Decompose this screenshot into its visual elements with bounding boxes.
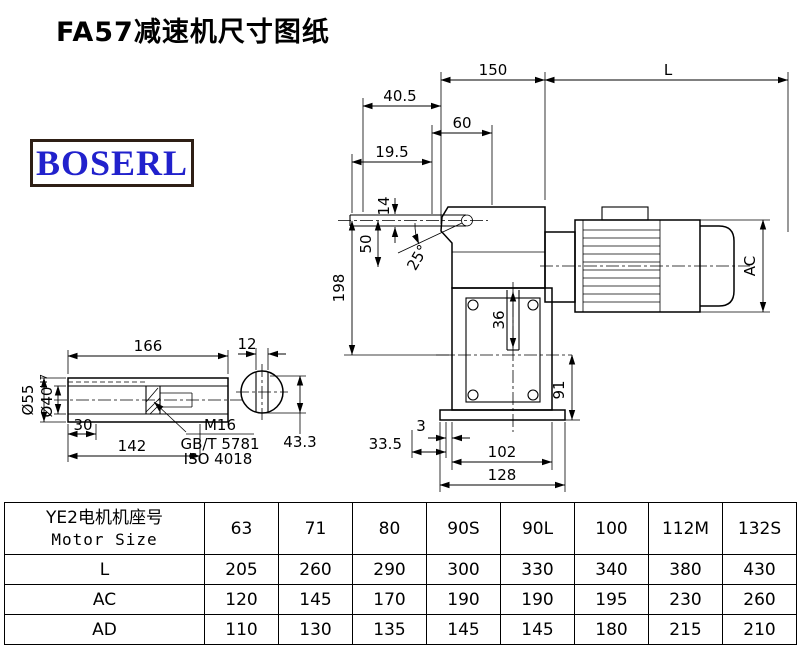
dim-198-label: 198 — [330, 274, 348, 303]
dim-3-label: 3 — [416, 417, 426, 435]
output-shaft-detail: Ø55 Ø40 H7 166 30 142 M16 GB/T 5781 ISO … — [19, 337, 260, 468]
col-header-63: 63 — [204, 502, 279, 555]
dim-142-label: 142 — [118, 437, 147, 455]
dim-14-label: 14 — [375, 196, 393, 215]
cell-L-112m: 380 — [648, 554, 723, 585]
col-header-90s: 90S — [426, 502, 501, 555]
cell-AD-100: 180 — [574, 614, 649, 645]
cell-AD-132s: 210 — [722, 614, 797, 645]
col-header-80: 80 — [352, 502, 427, 555]
row-label-L: L — [4, 554, 205, 585]
dim-30-label: 30 — [73, 416, 92, 434]
cell-AC-112m: 230 — [648, 584, 723, 615]
dim-dia40-label: Ø40 — [38, 387, 56, 418]
brand-logo-text: BOSERL — [35, 143, 189, 183]
cell-AD-90l: 145 — [500, 614, 575, 645]
thread-spec-label: M16 — [204, 416, 236, 434]
dim-40-5-label: 40.5 — [383, 87, 416, 105]
dim-166-label: 166 — [134, 337, 163, 355]
cell-L-90l: 330 — [500, 554, 575, 585]
dim-33-5-label: 33.5 — [369, 435, 402, 453]
cell-L-100: 340 — [574, 554, 649, 585]
dimension-table: YE2电机机座号 Motor Size 63 71 80 90S 90L 100… — [4, 502, 797, 645]
left-vertical-dimensions: 50 198 25° — [330, 220, 463, 356]
motor-size-header-cn: YE2电机机座号 — [46, 508, 163, 529]
dim-91-label: 91 — [550, 380, 568, 399]
dim-60-label: 60 — [452, 114, 471, 132]
gearbox-housing: 36 91 — [436, 206, 580, 432]
brand-logo: BOSERL — [30, 139, 194, 187]
cell-AD-90s: 145 — [426, 614, 501, 645]
cell-AC-90l: 190 — [500, 584, 575, 615]
page-title: FA57减速机尺寸图纸 — [56, 17, 330, 48]
thread-standard-label: GB/T 5781 — [180, 435, 259, 453]
cell-AC-63: 120 — [204, 584, 279, 615]
motor-size-header-cell: YE2电机机座号 Motor Size — [4, 502, 205, 555]
dim-19-5-label: 19.5 — [375, 143, 408, 161]
motor-size-header-en: Motor Size — [51, 530, 158, 550]
cell-AC-100: 195 — [574, 584, 649, 615]
dim-dia55-label: Ø55 — [19, 385, 37, 416]
dim-25deg-label: 25° — [403, 241, 432, 273]
cell-AC-132s: 260 — [722, 584, 797, 615]
thread-iso-label: ISO 4018 — [184, 450, 253, 468]
cell-AD-112m: 215 — [648, 614, 723, 645]
cell-L-63: 205 — [204, 554, 279, 585]
dim-128-label: 128 — [488, 466, 517, 484]
dim-102-label: 102 — [488, 443, 517, 461]
col-header-112m: 112M — [648, 502, 723, 555]
dim-L-label: L — [664, 61, 673, 79]
cell-L-80: 290 — [352, 554, 427, 585]
cell-AD-71: 130 — [278, 614, 353, 645]
col-header-71: 71 — [278, 502, 353, 555]
dim-43-3-label: 43.3 — [283, 433, 316, 451]
col-header-90l: 90L — [500, 502, 575, 555]
cell-AC-90s: 190 — [426, 584, 501, 615]
dim-AC-label: AC — [741, 256, 759, 276]
table-row-AD: AD 110 130 135 145 145 180 215 210 — [4, 614, 797, 645]
dim-12-label: 12 — [237, 335, 256, 353]
col-header-132s: 132S — [722, 502, 797, 555]
cell-AC-71: 145 — [278, 584, 353, 615]
motor: AC — [540, 206, 770, 313]
dim-150-label: 150 — [479, 61, 508, 79]
dim-36-label: 36 — [490, 310, 508, 329]
top-dimensions: 150 L 40.5 60 19.5 14 — [351, 61, 789, 243]
bottom-dimensions: 3 33.5 102 128 — [369, 417, 566, 492]
input-shaft — [338, 214, 488, 227]
cell-L-132s: 430 — [722, 554, 797, 585]
cell-AD-80: 135 — [352, 614, 427, 645]
table-row-L: L 205 260 290 300 330 340 380 430 — [4, 554, 797, 585]
dim-dia40-tolerance-label: H7 — [39, 374, 50, 388]
row-label-AC: AC — [4, 584, 205, 615]
col-header-100: 100 — [574, 502, 649, 555]
keyway-section-detail: 12 43.3 — [236, 335, 317, 451]
cell-AC-80: 170 — [352, 584, 427, 615]
cell-AD-63: 110 — [204, 614, 279, 645]
gearbox-dimension-drawing: 150 L 40.5 60 19.5 14 50 198 25° — [19, 61, 789, 492]
row-label-AD: AD — [4, 614, 205, 645]
cell-L-71: 260 — [278, 554, 353, 585]
cell-L-90s: 300 — [426, 554, 501, 585]
table-row-AC: AC 120 145 170 190 190 195 230 260 — [4, 584, 797, 615]
dim-50-label: 50 — [357, 234, 375, 253]
